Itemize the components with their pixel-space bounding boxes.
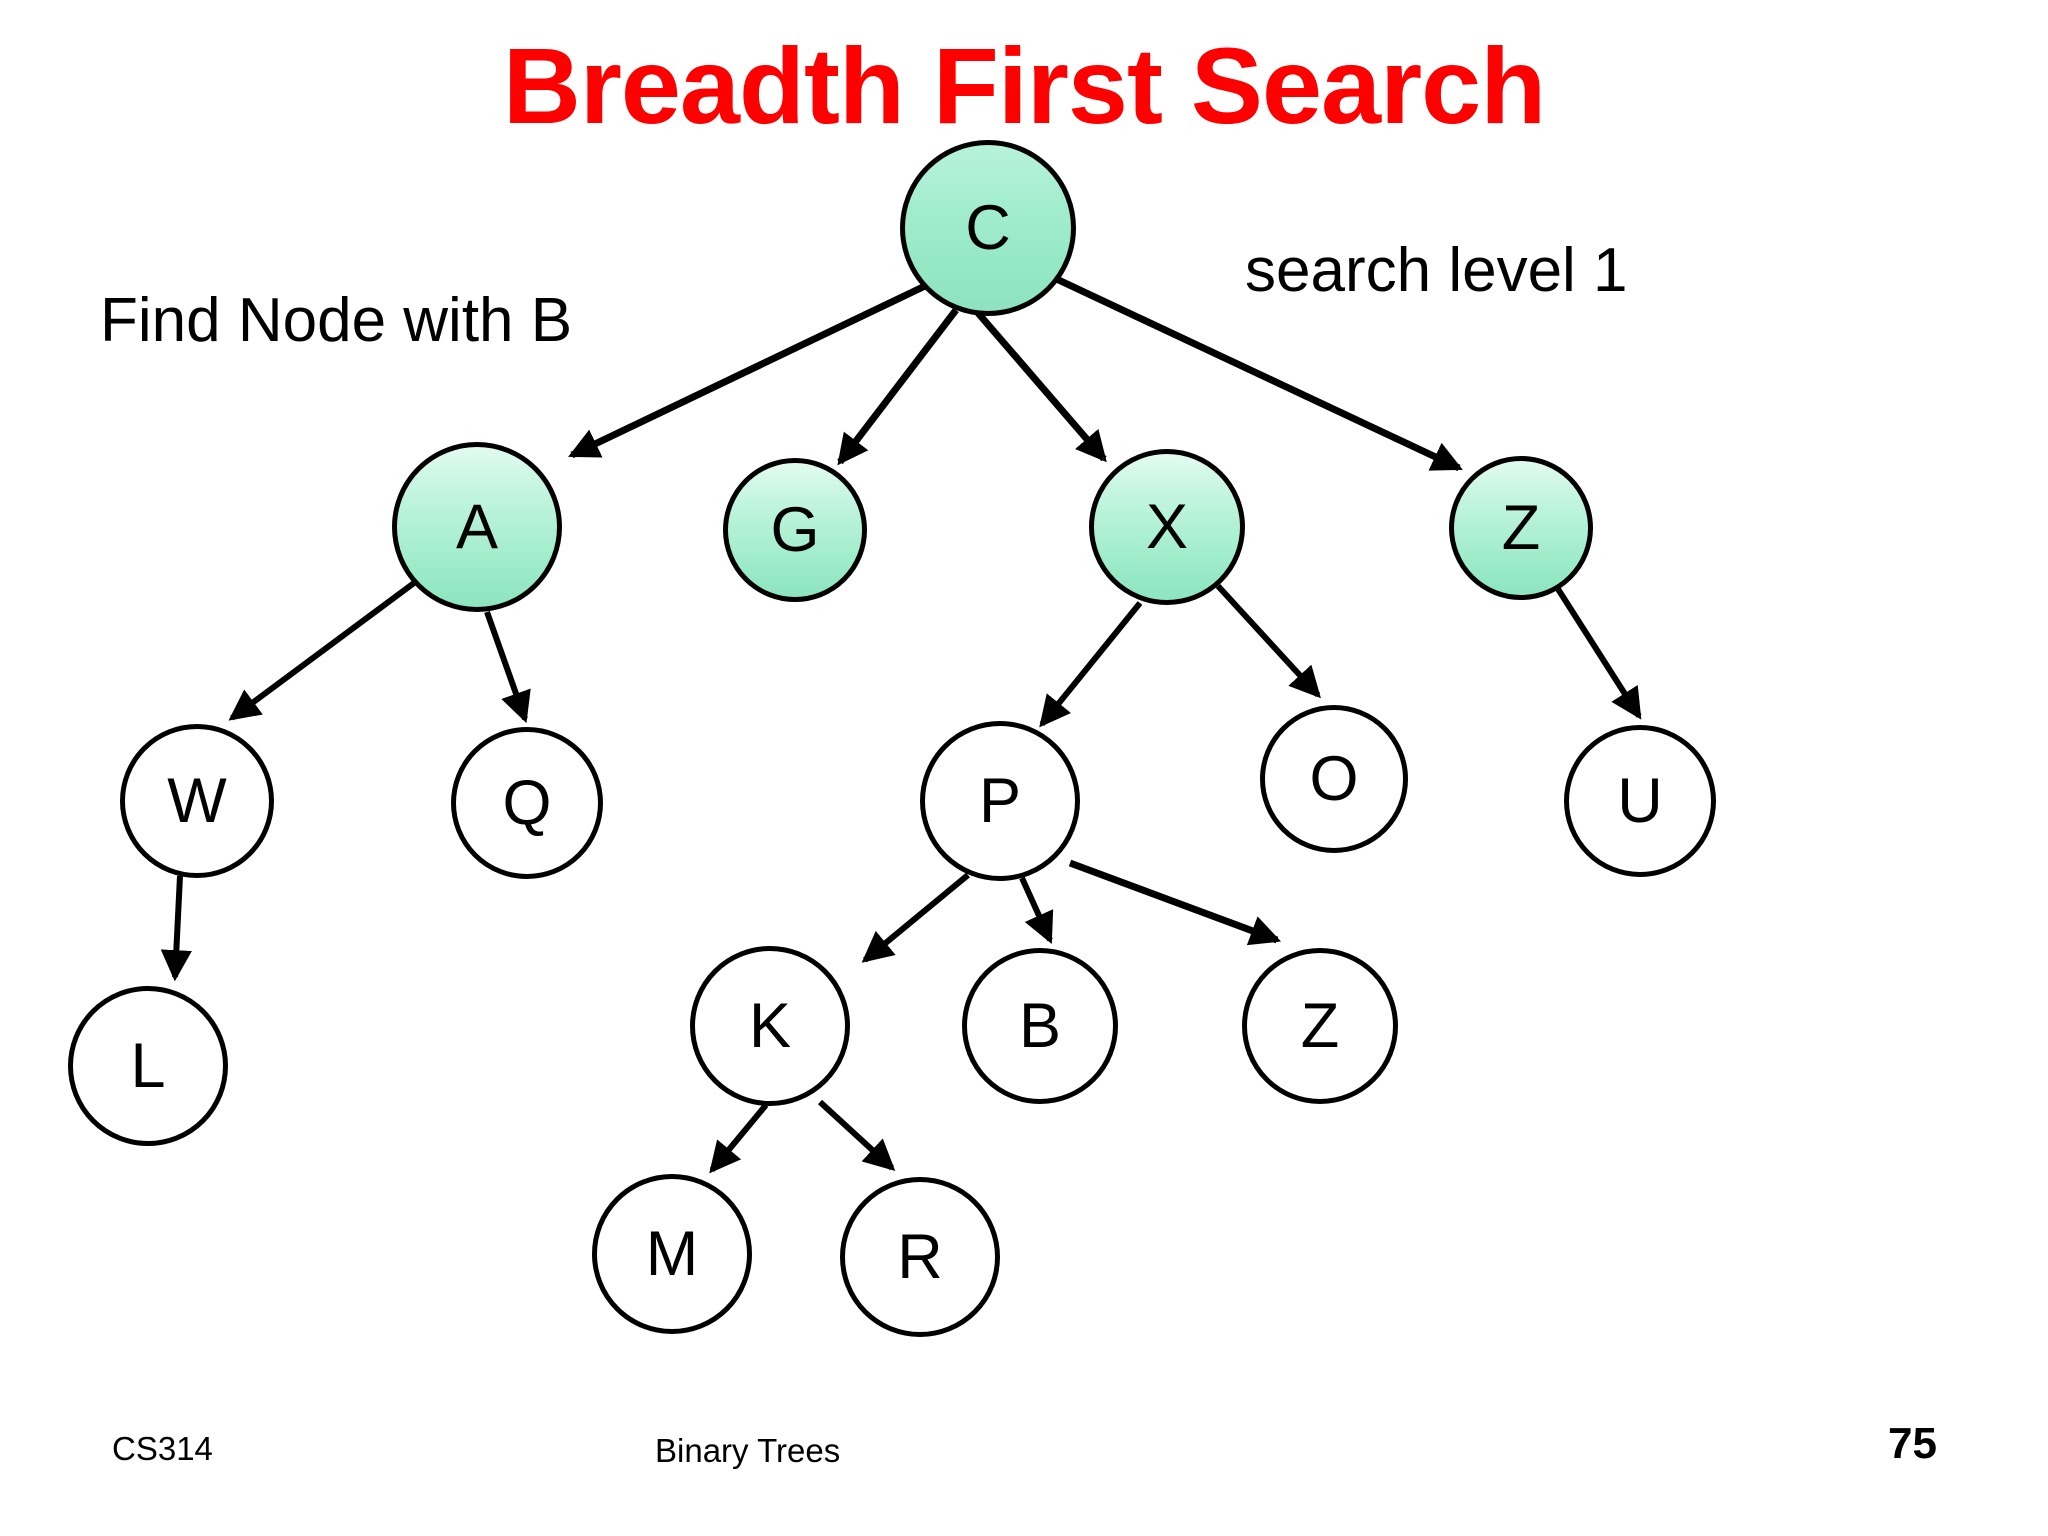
tree-node-label: A	[455, 491, 499, 562]
tree-node-label: P	[978, 765, 1022, 836]
tree-node-q[interactable]: Q	[451, 727, 603, 879]
tree-node-l[interactable]: L	[68, 986, 228, 1146]
edge-c-g	[837, 307, 959, 466]
edge-w-l	[160, 875, 192, 982]
page-title: Breadth First Search	[502, 25, 1546, 146]
tree-node-label: B	[1018, 990, 1062, 1061]
tree-node-p[interactable]: P	[920, 721, 1080, 881]
tree-node-u[interactable]: U	[1564, 725, 1716, 877]
tree-node-z-level1[interactable]: Z	[1449, 456, 1593, 600]
tree-node-label: K	[748, 990, 792, 1061]
tree-node-z-level3[interactable]: Z	[1242, 948, 1398, 1104]
footer-page-number: 75	[1888, 1419, 1937, 1468]
tree-node-label: Z	[1501, 492, 1541, 563]
tree-node-label: M	[645, 1218, 699, 1289]
tree-node-label: U	[1617, 765, 1663, 836]
edge-p-b	[1019, 876, 1054, 944]
tree-node-label: L	[130, 1030, 166, 1101]
edge-a-q	[484, 610, 531, 724]
annotation-find-node: Find Node with B	[100, 286, 573, 355]
annotation-search-level: search level 1	[1245, 236, 1628, 305]
edge-z-u	[1555, 587, 1642, 720]
tree-node-m[interactable]: M	[592, 1174, 752, 1334]
tree-node-label: W	[167, 765, 227, 836]
footer-course-label: CS314	[112, 1430, 213, 1467]
tree-node-label: O	[1309, 743, 1359, 814]
tree-node-label: X	[1145, 491, 1189, 562]
edge-c-a	[568, 282, 927, 459]
tree-node-x[interactable]: X	[1089, 449, 1245, 605]
tree-node-label: Q	[502, 767, 552, 838]
edge-a-w	[228, 580, 416, 721]
tree-node-c[interactable]: C	[900, 140, 1076, 316]
tree-node-label: C	[965, 192, 1011, 263]
tree-node-label: Z	[1300, 990, 1340, 1061]
edge-p-k	[861, 872, 970, 963]
footer-topic-label: Binary Trees	[655, 1432, 841, 1469]
edge-k-m	[709, 1103, 769, 1174]
edge-x-p	[1039, 601, 1143, 728]
tree-node-w[interactable]: W	[120, 724, 274, 878]
tree-node-r[interactable]: R	[840, 1177, 1000, 1337]
tree-node-label: R	[897, 1221, 943, 1292]
edge-c-x	[975, 310, 1107, 463]
tree-node-a[interactable]: A	[392, 442, 562, 612]
tree-node-label: G	[770, 494, 820, 565]
tree-node-o[interactable]: O	[1260, 705, 1408, 853]
tree-node-g[interactable]: G	[723, 458, 867, 602]
tree-node-k[interactable]: K	[690, 946, 850, 1106]
tree-node-b[interactable]: B	[962, 948, 1118, 1104]
edge-k-r	[817, 1099, 896, 1171]
edge-x-o	[1215, 583, 1321, 699]
edge-p-z	[1068, 859, 1282, 946]
